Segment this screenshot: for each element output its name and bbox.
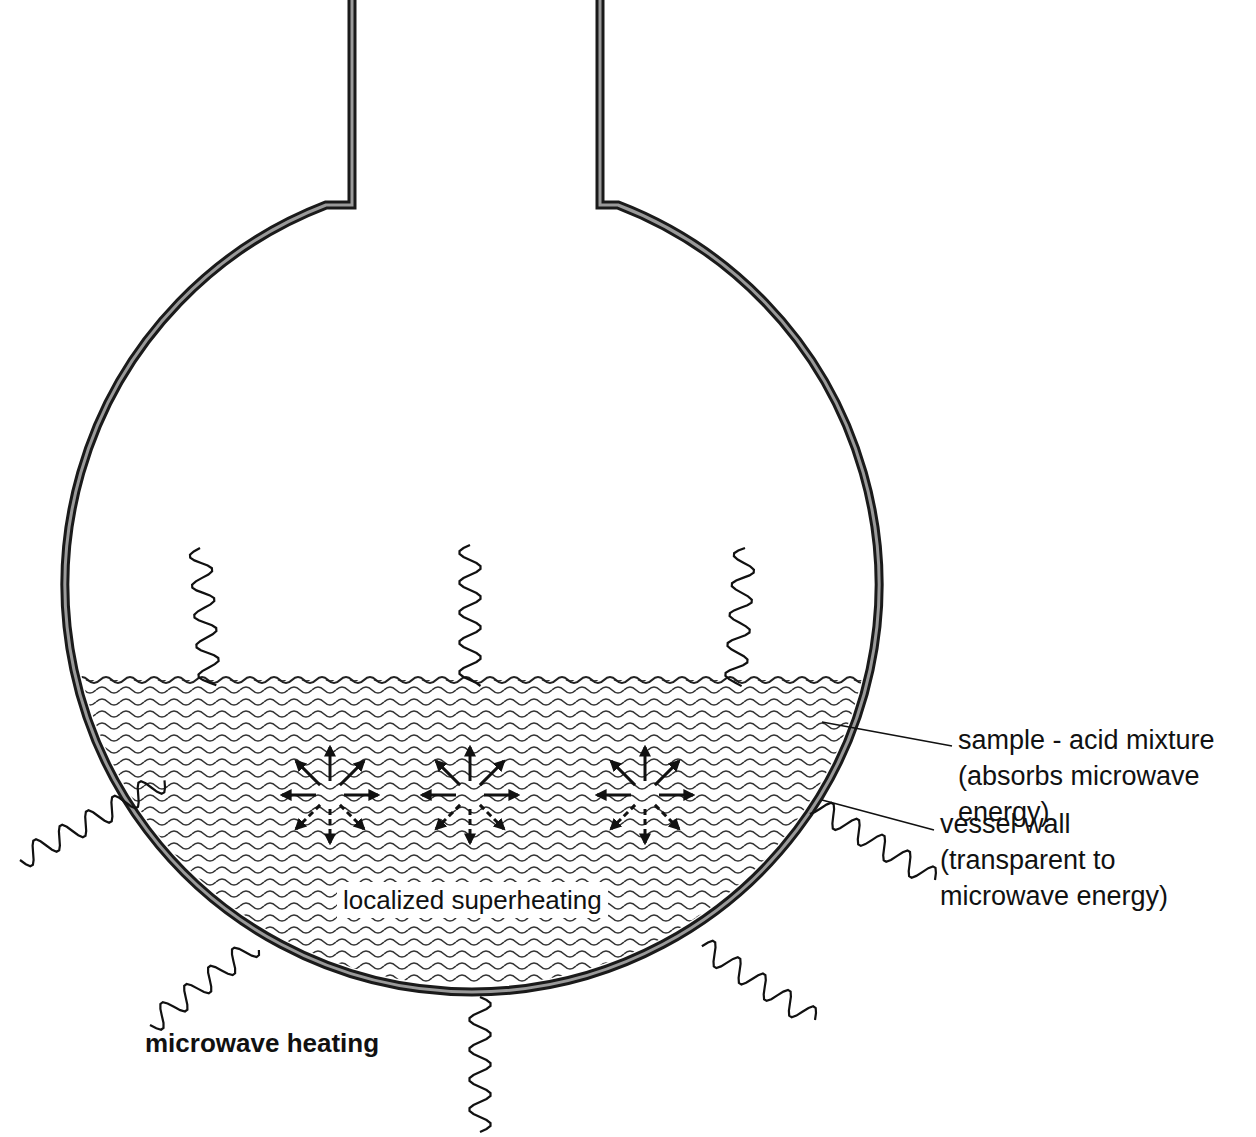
leader-line	[822, 722, 952, 746]
microwave-rays	[20, 545, 936, 1132]
heat-arrow	[436, 805, 460, 829]
acid-liquid	[60, 677, 890, 1010]
heat-arrow	[644, 809, 647, 843]
vessel-wall-hatch	[65, 0, 879, 992]
heat-arrow	[644, 747, 647, 781]
heat-arrow	[655, 805, 679, 829]
region-label: localized superheating	[337, 882, 608, 918]
heat-arrow	[480, 805, 504, 829]
heat-arrow	[484, 794, 518, 797]
heat-arrow	[340, 761, 364, 785]
heat-arrow	[597, 794, 631, 797]
heat-arrow	[340, 805, 364, 829]
vessel-wall	[65, 0, 879, 992]
heat-arrow	[422, 794, 456, 797]
heat-arrow	[611, 805, 635, 829]
heat-arrow	[296, 761, 320, 785]
microwave-ray	[460, 545, 481, 686]
heat-arrows	[282, 747, 693, 843]
heat-arrow	[659, 794, 693, 797]
microwave-ray	[702, 941, 816, 1020]
heat-arrow	[329, 747, 332, 781]
heat-arrow	[296, 805, 320, 829]
heat-arrow	[480, 761, 504, 785]
heat-arrow	[282, 794, 316, 797]
heat-arrow	[611, 761, 635, 785]
heat-arrow	[655, 761, 679, 785]
microwave-ray	[190, 548, 219, 685]
microwave-ray	[725, 548, 754, 686]
heat-arrow	[344, 794, 378, 797]
heat-arrow	[469, 747, 472, 781]
microwave-ray	[470, 997, 491, 1132]
heat-arrow	[329, 809, 332, 843]
callout-label: vessel wall (transparent to microwave en…	[940, 806, 1220, 914]
heat-arrow	[469, 809, 472, 843]
leader-line	[822, 800, 934, 830]
microwave-ray	[20, 780, 165, 866]
heat-arrow	[436, 761, 460, 785]
caption-label: microwave heating	[145, 1025, 379, 1061]
microwave-ray	[150, 948, 259, 1030]
